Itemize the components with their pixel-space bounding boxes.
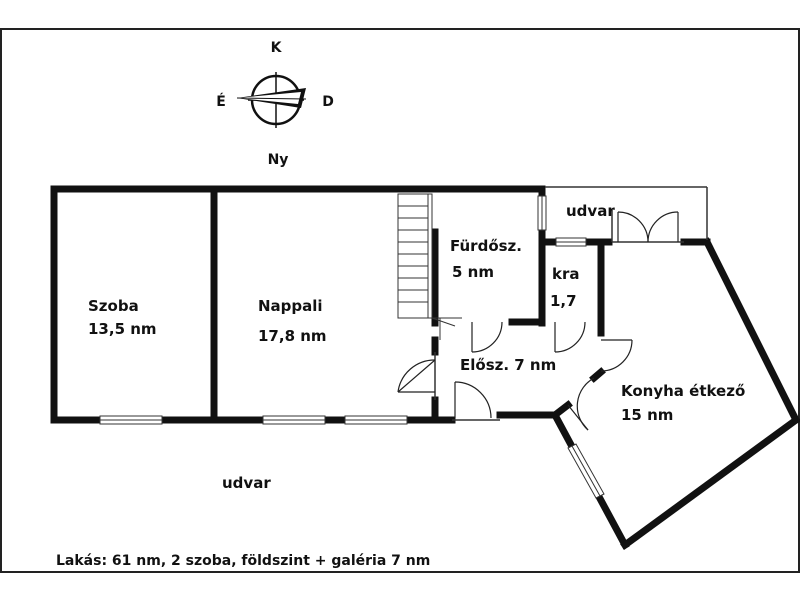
staircase (397, 193, 462, 340)
room-konyha-area: 15 nm (621, 406, 673, 424)
compass-icon (236, 72, 307, 128)
room-kamra-area: 1,7 (550, 292, 577, 310)
room-eloszoba-label: Elősz. 7 nm (460, 356, 556, 374)
frame-border (0, 28, 800, 573)
yard-bottom-label: udvar (222, 474, 271, 492)
yard-top-label: udvar (566, 202, 615, 220)
room-szoba-area: 13,5 nm (88, 320, 157, 338)
compass-south-label: Ny (268, 152, 289, 168)
doors (397, 211, 679, 431)
floor-plan-caption: Lakás: 61 nm, 2 szoba, földszint + galér… (56, 553, 430, 569)
room-nappali-name: Nappali (258, 297, 323, 315)
room-furdo-area: 5 nm (452, 263, 494, 281)
windows (99, 195, 605, 499)
room-konyha-name: Konyha étkező (621, 382, 745, 400)
compass-east-label: D (322, 94, 334, 110)
room-szoba-name: Szoba (88, 297, 139, 315)
room-nappali-area: 17,8 nm (258, 327, 327, 345)
room-kamra-name: kra (552, 265, 580, 283)
room-furdo-name: Fürdősz. (450, 237, 522, 255)
walls (50, 185, 800, 550)
compass-west-label: É (216, 93, 226, 110)
compass-north-label: K (271, 40, 283, 56)
